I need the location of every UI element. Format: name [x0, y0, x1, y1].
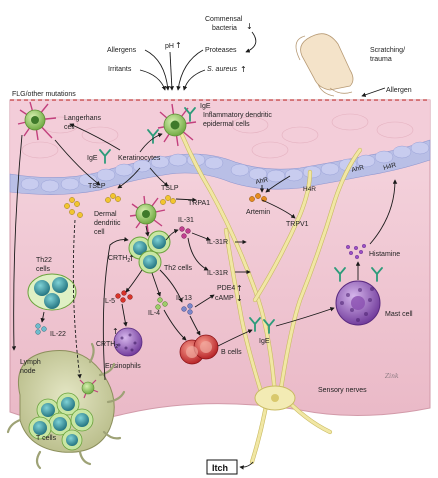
pde4-label: PDE4	[217, 285, 235, 292]
scratching-label-2: trauma	[370, 56, 392, 63]
scratching-hand-illustration	[295, 33, 354, 97]
ahr-label-1: AhR	[255, 176, 269, 186]
pathway-arrows	[11, 123, 398, 381]
allergens-label: Allergens	[107, 47, 137, 54]
mast-cell	[335, 280, 381, 326]
ph-label: pH	[165, 43, 174, 50]
s-aureus-arrow: ↑	[240, 65, 247, 74]
allergen-label: Allergen	[386, 87, 412, 94]
inflammatory-label-1: Inflammatory dendritic	[203, 112, 272, 119]
lymph-label-2: node	[20, 368, 36, 375]
t-cells-label: T cells	[36, 435, 57, 442]
lymph-label-1: Lymph	[20, 359, 41, 366]
th2-cells	[128, 230, 171, 274]
commensal-arrow: ↓	[246, 22, 253, 31]
artist-signature: Zink	[384, 373, 399, 380]
langerhans-label-1: Langerhans	[64, 115, 101, 122]
sensory-nerves	[179, 132, 363, 465]
th22-label-1: Th22	[36, 257, 52, 264]
pde4-arrow: ↑	[236, 284, 243, 293]
itch-box: Itch	[206, 459, 254, 475]
dermal-dc-label-3: cell	[94, 229, 105, 236]
ahr-label-2: AhR	[351, 164, 365, 174]
il13-label: IL-13	[176, 295, 192, 302]
ige-left-label: IgE	[87, 155, 98, 162]
histamine-molecules	[346, 243, 367, 259]
dermal-dc-label-2: dendritic	[94, 220, 121, 227]
crth2-bottom-label: CRTH2	[96, 341, 118, 350]
lymph-node	[6, 342, 126, 470]
dermal-dc-label-1: Dermal	[94, 211, 117, 218]
tslp-left-label: TSLP	[88, 183, 106, 190]
dermal-dendritic-cell	[129, 195, 166, 233]
sensory-nerves-label: Sensory nerves	[318, 387, 367, 394]
irritants-label: Irritants	[108, 66, 132, 73]
il22-label: IL-22	[50, 331, 66, 338]
camp-label: cAMP	[215, 295, 234, 302]
tslp-mid-label: TSLP	[161, 185, 179, 192]
il22-molecules	[35, 323, 47, 335]
il5-molecules	[115, 290, 133, 303]
b-cells-label: B cells	[221, 349, 242, 356]
ph-arrow: ↑	[175, 41, 182, 50]
histamine-label: Histamine	[369, 251, 400, 258]
flg-label: FLG/other mutations	[12, 91, 76, 98]
artemin-molecules	[249, 193, 267, 202]
eosinophils-label: Eosinophils	[105, 363, 141, 370]
h4r-label-2: H4R	[383, 162, 398, 172]
proteases-label: Proteases	[205, 47, 237, 54]
il4-molecules	[155, 297, 168, 310]
s-aureus-label: S. aureus	[207, 66, 237, 73]
mast-cell-label: Mast cell	[385, 311, 413, 318]
trpa1-label: TRPA1	[188, 200, 210, 207]
il31r-label-2: IL-31R	[207, 270, 228, 277]
keratinocytes-label: Keratinocytes	[118, 155, 161, 162]
il31r-label-1: IL-31R	[207, 239, 228, 246]
commensal-label-2: bacteria	[212, 25, 237, 32]
th22-label-2: cells	[36, 266, 51, 273]
il31-label: IL-31	[178, 217, 194, 224]
ige-antibody-icons	[99, 107, 383, 334]
crth2-bottom-arrow: ↑	[112, 327, 119, 336]
il13-molecules	[181, 303, 193, 315]
eosinophil-cell	[113, 327, 143, 357]
commensal-label-1: Commensal	[205, 16, 243, 23]
artemin-label: Artemin	[246, 209, 270, 216]
trigger-arrows	[139, 31, 386, 97]
ige-top-label: IgE	[200, 103, 211, 110]
il31-molecules	[179, 226, 191, 239]
il5-label: IL-5	[103, 298, 115, 305]
trpv1-label: TRPV1	[286, 221, 309, 228]
tslp-molecules	[64, 193, 176, 218]
trigger-labels: Commensal bacteria ↓ Allergens pH ↑ Prot…	[107, 16, 412, 94]
scratching-label-1: Scratching/	[370, 47, 405, 54]
crth2-top-arrow: ↑	[128, 254, 135, 263]
svg-text:Itch: Itch	[212, 463, 228, 473]
inflammatory-dendritic-cell	[157, 103, 197, 147]
camp-arrow: ↓	[236, 294, 243, 303]
h4r-label-1: H4R	[303, 186, 316, 193]
ige-b-label: IgE	[259, 338, 270, 345]
th22-cells	[27, 273, 77, 311]
b-cells	[179, 334, 219, 365]
inflammatory-label-2: epidermal cells	[203, 121, 250, 128]
crth2-top-label: CRTH2	[108, 255, 130, 264]
il4-label: IL-4	[148, 310, 160, 317]
th2-cells-label: Th2 cells	[164, 265, 193, 272]
langerhans-cell	[17, 101, 57, 141]
